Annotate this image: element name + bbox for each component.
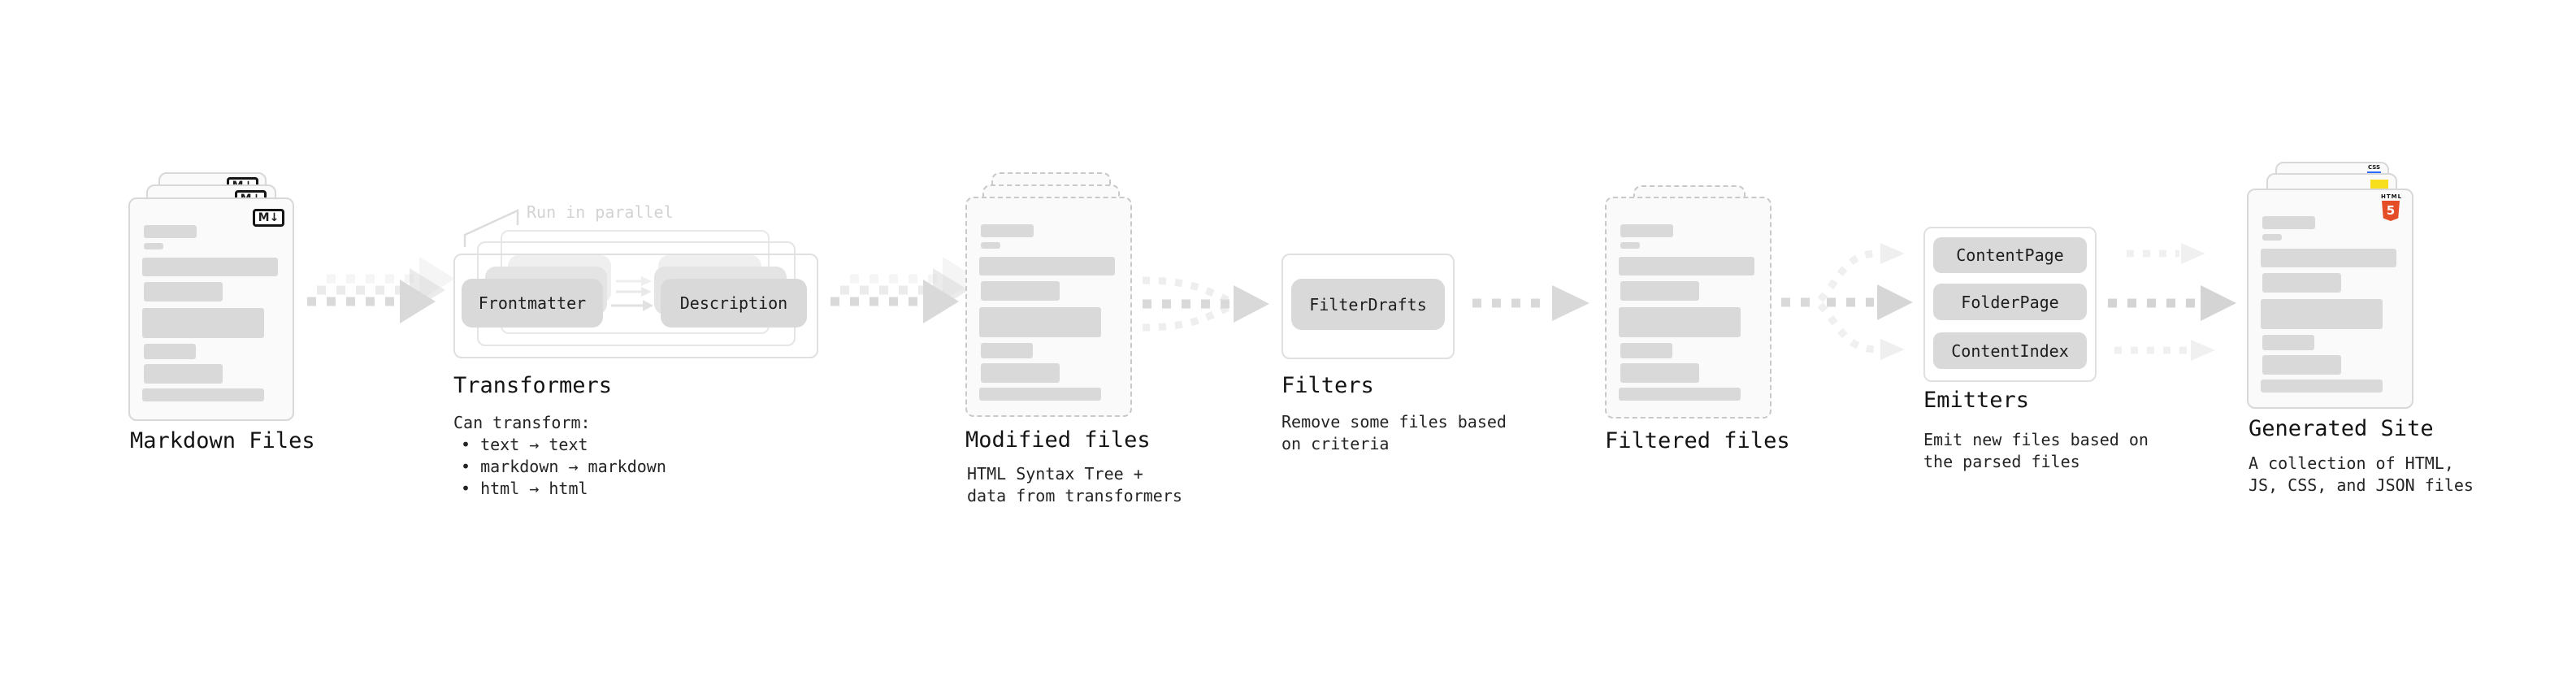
arrow-modified-to-filters: [1142, 276, 1269, 332]
desc-line: HTML Syntax Tree +: [967, 464, 1143, 484]
folderpage-box: FolderPage: [1933, 284, 2087, 320]
doc-text-placeholder: [1619, 223, 1758, 407]
transform-bullet: • markdown → markdown: [461, 457, 666, 476]
emitters-desc: Emit new files based on the parsed files: [1923, 429, 2149, 473]
transformers-details-heading: Can transform:: [453, 413, 591, 432]
emitters-label: Emitters: [1923, 388, 2030, 413]
arrow-transformers-to-modified: [830, 257, 978, 323]
markdown-icon: M↓: [253, 209, 284, 227]
doc-text-placeholder: [979, 223, 1118, 406]
generated-doc-front: HTML 5: [2247, 189, 2413, 409]
filters-desc: Remove some files based on criteria: [1281, 411, 1507, 455]
arrow-emitters-to-generated: [2108, 243, 2236, 361]
desc-line: on criteria: [1281, 434, 1390, 453]
doc-text-placeholder: [142, 223, 280, 410]
transform-bullet: • text → text: [461, 435, 588, 454]
arrow-filters-to-filtered: [1472, 285, 1589, 321]
filtered-doc-front: [1605, 197, 1772, 419]
markdown-doc-front: M↓: [128, 197, 294, 421]
contentindex-box: ContentIndex: [1933, 332, 2087, 369]
arrow-filtered-to-emitters: [1781, 243, 1913, 360]
desc-line: data from transformers: [967, 486, 1182, 505]
transformers-details: Can transform: • text → text • markdown …: [453, 412, 666, 500]
frontmatter-box: Frontmatter: [462, 279, 603, 327]
filters-label: Filters: [1281, 373, 1374, 398]
desc-line: the parsed files: [1923, 452, 2080, 471]
modified-files-label: Modified files: [965, 427, 1151, 453]
contentpage-box: ContentPage: [1933, 237, 2087, 273]
html5-word: HTML: [2381, 193, 2403, 200]
html5-icon: HTML 5: [2381, 193, 2403, 221]
generated-site-label: Generated Site: [2249, 416, 2434, 441]
transformer-container-front: [453, 254, 818, 358]
modified-doc-front: [965, 197, 1132, 417]
js-icon: [2370, 180, 2388, 189]
run-in-parallel-leader: [463, 209, 519, 247]
desc-line: JS, CSS, and JSON files: [2249, 475, 2474, 495]
arrow-markdown-to-transformers: [307, 257, 455, 323]
html5-shield: 5: [2382, 201, 2400, 221]
description-box: Description: [661, 279, 807, 327]
run-in-parallel-note: Run in parallel: [527, 202, 674, 222]
parallel-mini-arrows: [611, 276, 653, 311]
desc-line: Emit new files based on: [1923, 430, 2149, 449]
filtered-files-label: Filtered files: [1605, 428, 1790, 453]
generated-site-desc: A collection of HTML, JS, CSS, and JSON …: [2249, 453, 2474, 497]
transformers-label: Transformers: [453, 373, 613, 398]
css-badge-text: CSS: [2367, 164, 2381, 171]
markdown-files-label: Markdown Files: [130, 428, 315, 453]
modified-files-desc: HTML Syntax Tree + data from transformer…: [967, 463, 1182, 507]
desc-line: Remove some files based: [1281, 412, 1507, 432]
doc-text-placeholder: [2261, 215, 2400, 397]
desc-line: A collection of HTML,: [2249, 453, 2454, 473]
transform-bullet: • html → html: [461, 479, 588, 498]
filterdrafts-box: FilterDrafts: [1291, 279, 1445, 330]
